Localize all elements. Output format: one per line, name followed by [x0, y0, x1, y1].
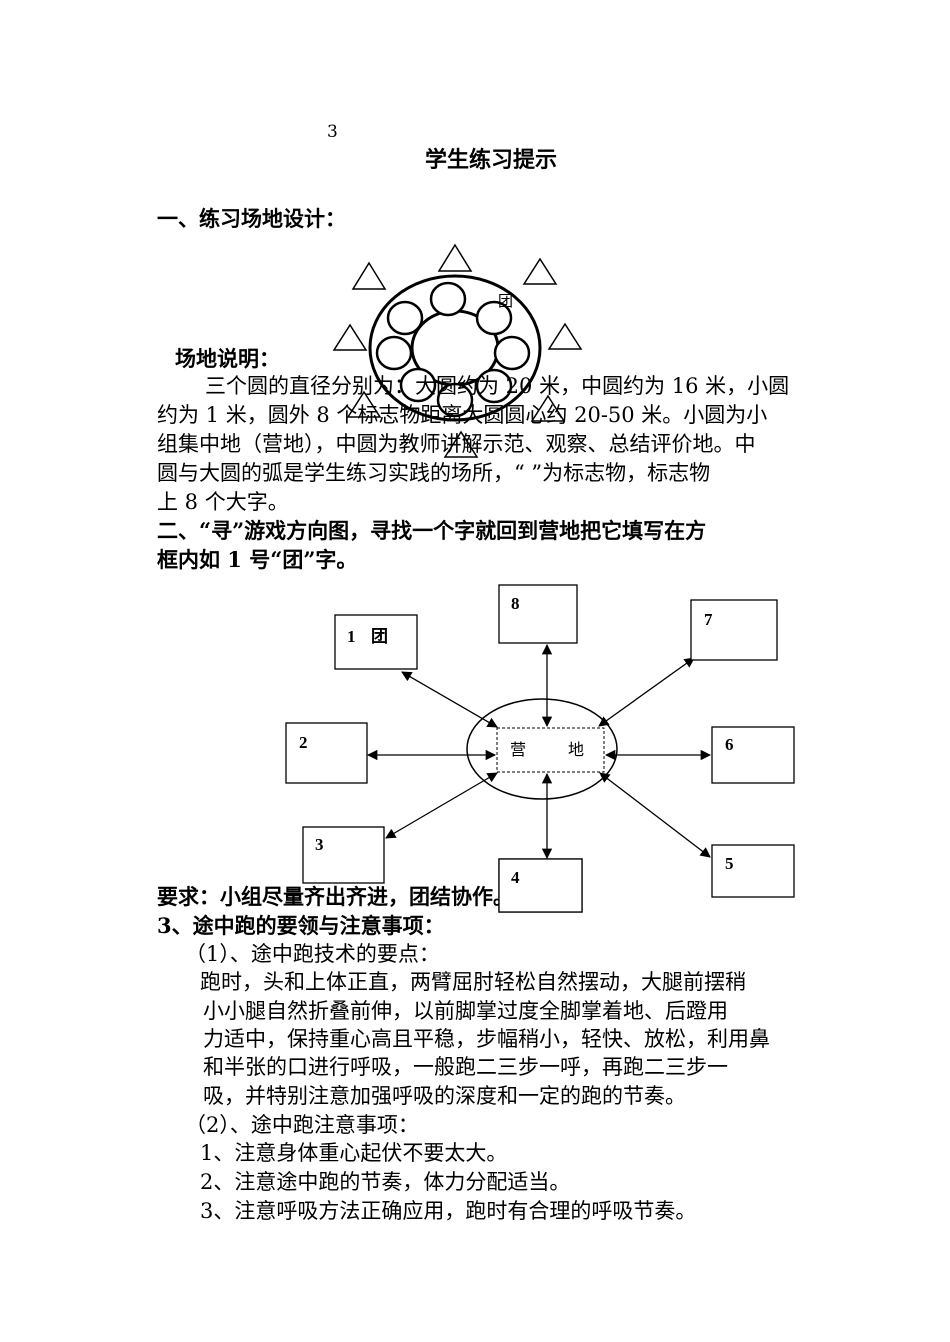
section3-para-line: 小小腿自然折叠前伸，以前脚掌过度全脚掌着地、后蹬用	[203, 999, 728, 1023]
section3-sub1: （1）、途中跑技术的要点：	[185, 942, 440, 966]
box-7-number: 7	[704, 610, 713, 629]
box-3	[302, 826, 385, 884]
arrow-1	[401, 671, 498, 728]
camp-label-left: 营	[510, 740, 526, 759]
section3-para-line: 跑时，头和上体正直，两臂屈肘轻松自然摆动，大腿前摆稍	[200, 970, 746, 994]
small-circle	[429, 281, 467, 317]
section3-para-line: 和半张的口进行呼吸，一般跑二三步一呼，再跑二三步一	[203, 1055, 728, 1079]
site-note-line: 三个圆的直径分别为：大圆约为 20 米，中圆约为 16 米，小圆	[205, 374, 790, 398]
marker-triangle	[443, 430, 479, 458]
large-circle	[368, 274, 542, 422]
box-8-number: 8	[511, 594, 520, 613]
marker-label: 团	[498, 292, 513, 310]
marker-triangle	[522, 257, 558, 285]
box-7	[690, 599, 778, 661]
site-note-line: 上 8 个大字。	[157, 490, 289, 514]
small-circle	[436, 382, 474, 418]
box-3-number: 3	[315, 835, 324, 854]
site-note-line: 圆与大圆的弧是学生练习实践的场所，“ ”为标志物，标志物	[157, 461, 711, 485]
site-note-heading: 场地说明：	[175, 346, 280, 371]
section3-para-line: 吸，并特别注意加强呼吸的深度和一定的跑的节奏。	[203, 1084, 686, 1108]
small-circle	[375, 335, 413, 371]
box-2-number: 2	[299, 733, 308, 752]
site-note-line: 约为 1 米，圆外 8 个标志物距离大圆圆心约 20-50 米。小圆为小	[157, 403, 768, 427]
box-8	[498, 584, 578, 644]
section2-heading-line1: 二、“寻”游戏方向图，寻找一个字就回到营地把它填写在方	[157, 518, 707, 543]
arrow-5	[599, 772, 711, 858]
small-circle	[399, 367, 437, 403]
box-6	[711, 726, 795, 784]
requirement: 要求：小组尽量齐出齐进，团结协作。	[157, 884, 514, 909]
camp-box	[496, 727, 605, 773]
marker-triangle	[346, 390, 382, 418]
box-1-number: 1	[347, 627, 356, 646]
section3-item: 1、注意身体重心起伏不要太大。	[200, 1141, 508, 1165]
section3-heading: 3、途中跑的要领与注意事项：	[157, 913, 445, 938]
section1-heading: 一、练习场地设计：	[157, 206, 346, 231]
section3-item: 2、注意途中跑的节奏，体力分配适当。	[200, 1170, 571, 1194]
box-2	[285, 722, 368, 784]
section3-item: 3、注意呼吸方法正确应用，跑时有合理的呼吸节奏。	[200, 1199, 697, 1223]
page-number: 3	[327, 122, 338, 142]
marker-triangle	[437, 243, 473, 272]
box-5	[711, 844, 795, 898]
box-1	[334, 614, 418, 670]
small-circle	[475, 368, 513, 404]
small-circle	[386, 300, 424, 336]
section2-heading-line2: 框内如 1 号“团”字。	[157, 547, 358, 572]
arrow-3	[385, 772, 498, 839]
small-circle	[493, 335, 531, 371]
section3-sub2: （2）、途中跑注意事项：	[185, 1113, 419, 1137]
camp-label-right: 地	[568, 740, 584, 759]
marker-triangle	[547, 322, 583, 350]
box-6-number: 6	[725, 735, 734, 754]
marker-triangle	[530, 394, 566, 422]
page-title: 学生练习提示	[425, 147, 558, 173]
arrow-7	[598, 657, 695, 727]
box-5-number: 5	[725, 854, 734, 873]
small-circle	[475, 300, 513, 336]
marker-triangle	[332, 323, 368, 351]
marker-triangle	[351, 261, 387, 290]
section3-para-line: 力适中，保持重心高且平稳，步幅稍小，轻快、放松，利用鼻	[203, 1027, 770, 1051]
site-note-line: 组集中地（营地），中圆为教师讲解示范、观察、总结评价地。中	[157, 432, 756, 456]
box-1-char: 团	[371, 627, 388, 647]
